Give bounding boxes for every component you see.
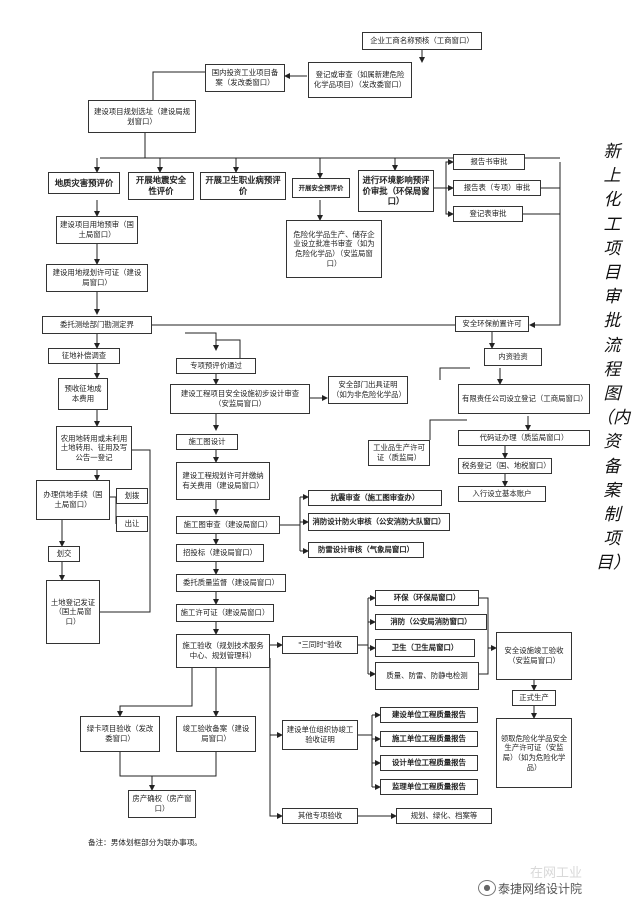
node-land-supply: 办理供地手续（国土局窗口） <box>36 480 110 520</box>
watermark-faint: 在网工业 <box>530 866 583 881</box>
node-land-planning-permit: 建设用地规划许可证（建设局窗口） <box>46 264 148 292</box>
node-seismic-review: 抗震审查（施工图审查办） <box>308 490 442 506</box>
node-seismic: 开展地震安全性评价 <box>128 172 194 200</box>
vertical-title: 新上化工项目审批流程图（内资备案制项目） <box>596 142 630 574</box>
node-allocation: 划拨 <box>116 488 148 504</box>
node-transfer: 出让 <box>116 516 148 532</box>
node-fire-acceptance: 消防（公安局消防窗口） <box>375 614 487 630</box>
node-occupational-health: 开展卫生职业病预评价 <box>200 172 286 200</box>
node-quality-inspection: 质量、防雷、防静电检测 <box>375 662 479 690</box>
node-completion-certificate: 建设单位组织协竣工验收证明 <box>282 720 358 750</box>
node-investment-filing: 国内投资工业项目备案（发改委窗口） <box>205 64 285 92</box>
wechat-icon: ● <box>478 880 496 896</box>
footer-note: 备注：男体划框部分为联办事项。 <box>88 838 202 847</box>
node-construction-planning: 建设工程规划许可并缴纳有关费用（建设局窗口） <box>176 462 270 500</box>
node-land-conversion: 农用地转用或未利用土地转用、征用及写公告一登记 <box>56 426 132 470</box>
node-land-certificate: 土地登记发证（国土局窗口） <box>46 580 100 644</box>
node-quality-supervision: 委托质量监督（建设局窗口） <box>176 574 286 592</box>
node-supervisor-report: 监理单位工程质量报告 <box>380 779 478 795</box>
node-survey: 委托测绘部门勘测定界 <box>42 316 152 334</box>
node-construction-acceptance: 施工验收（规划技术服务中心、规划管理科） <box>176 634 270 668</box>
node-prepay-cost: 预收征地成本费用 <box>58 378 108 410</box>
node-tax-registration: 税务登记（国、地税窗口） <box>458 458 552 474</box>
node-special-pre-passed: 专项预评价通过 <box>176 358 256 374</box>
node-environment: 进行环境影响预评价审批（环保局窗口） <box>358 170 434 212</box>
node-fire-review: 消防设计防火审核（公安消防大队窗口） <box>308 513 450 531</box>
node-completion-filing: 竣工验收备案（建设局窗口） <box>176 716 256 752</box>
node-greencard-acceptance: 绿卡项目验收（发改委窗口） <box>80 716 160 752</box>
node-safety-completion: 安全设施竣工验收（安监局窗口） <box>496 632 572 680</box>
node-code-certificate: 代码证办理（质监局窗口） <box>458 430 590 446</box>
node-health-acceptance: 卫生（卫生局窗口） <box>375 639 475 657</box>
node-formal-production: 正式生产 <box>512 690 556 706</box>
node-other-items: 规划、绿化、档案等 <box>396 808 492 824</box>
node-hazchem-approval: 危险化学品生产、储存企业设立批准书审查（如为危险化学品）（安监局窗口） <box>286 220 382 278</box>
node-builder-report: 建设单位工程质量报告 <box>380 707 478 723</box>
node-bidding: 招投标（建设局窗口） <box>176 544 264 562</box>
node-name-precheck: 企业工商名称预核（工商窗口） <box>362 32 482 50</box>
node-safety-design-review: 建设工程项目安全设施初步设计审查（安监局窗口） <box>170 384 310 414</box>
node-land-precheck: 建设项目用地预审（国土局窗口） <box>56 216 138 244</box>
node-construction-permit: 施工许可证（建设局窗口） <box>176 604 274 622</box>
node-safety-certificate: 安全部门出具证明（如为非危险化学品） <box>328 376 408 404</box>
node-three-simultaneous: "三同时"验收 <box>282 636 358 654</box>
node-handover: 划交 <box>48 546 80 562</box>
node-company-registration: 有限责任公司设立登记（工商局窗口） <box>458 384 590 414</box>
node-report-form: 报告表（专项）审批 <box>453 180 541 196</box>
node-report-book: 报告书审批 <box>453 154 525 170</box>
watermark-text: 泰捷网络设计院 <box>498 882 583 896</box>
node-safety-pre: 开展安全预评价 <box>292 178 350 198</box>
node-safety-env-permit: 安全环保前置许可 <box>455 316 529 332</box>
node-contractor-report: 施工单位工程质量报告 <box>380 731 478 747</box>
node-production-license: 工业品生产许可证（质监局） <box>368 440 430 466</box>
node-geo-hazard: 地质灾害预评价 <box>48 172 120 194</box>
node-property-rights: 房产确权（房产窗口） <box>128 790 196 818</box>
node-registration-review: 登记或审查（如属新建危险化学品项目）（发改委窗口） <box>308 62 412 98</box>
node-other-acceptance: 其他专项验收 <box>282 808 358 824</box>
node-drawing-review: 施工图审查（建设局窗口） <box>176 516 280 534</box>
node-registration-form: 登记表审批 <box>453 206 523 222</box>
node-designer-report: 设计单位工程质量报告 <box>380 755 478 771</box>
node-safety-license: 领取危险化学品安全生产许可证（安监局）（如为危险化学品） <box>496 718 572 788</box>
node-capital-verification: 内资验资 <box>484 348 542 366</box>
node-bank-account: 入行设立基本账户 <box>458 486 546 502</box>
node-construction-drawing: 施工图设计 <box>176 434 238 450</box>
node-compensation-survey: 征地补偿调查 <box>48 348 120 364</box>
node-site-selection: 建设项目规划选址（建设局规划窗口） <box>88 100 196 133</box>
node-env-acceptance: 环保（环保局窗口） <box>375 590 479 606</box>
node-lightning-review: 防雷设计审核（气象局窗口） <box>308 542 424 558</box>
